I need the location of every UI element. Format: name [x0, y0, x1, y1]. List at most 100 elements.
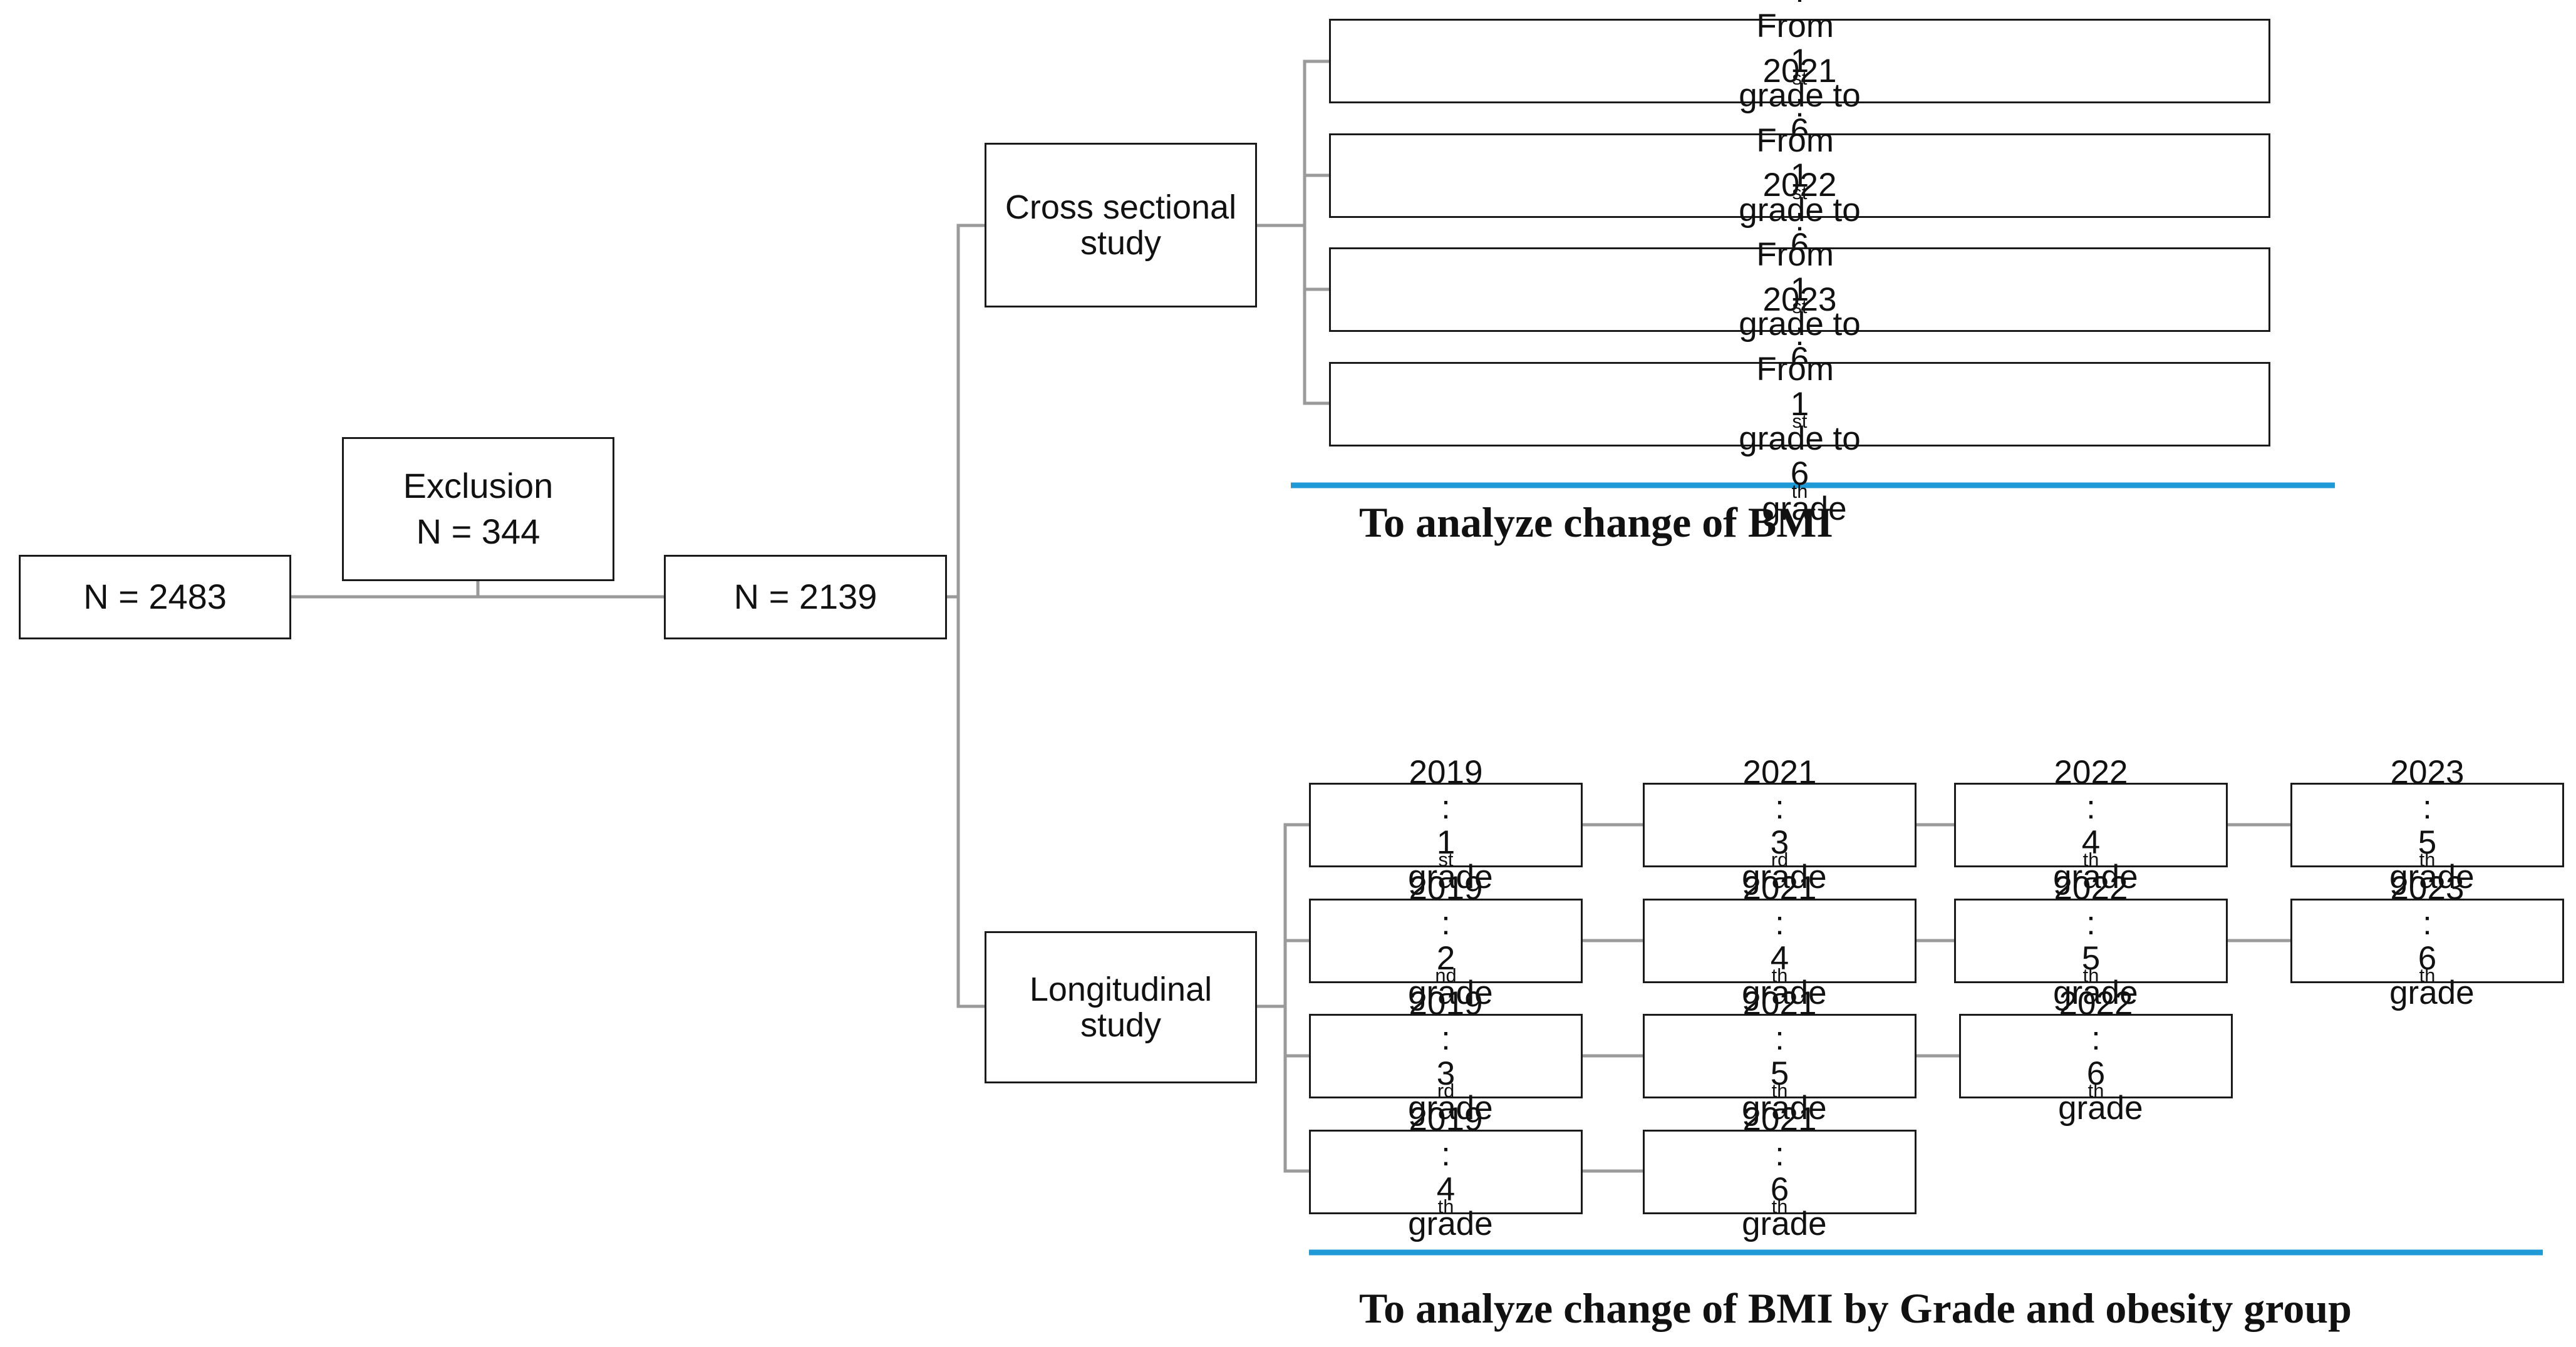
- grade-word: grade: [1399, 859, 1493, 896]
- grade-year: 2019: [1409, 985, 1483, 1023]
- row-from-grade-number: 1: [1790, 271, 1809, 308]
- grade-word: grade: [1399, 1205, 1493, 1243]
- grade-number: 5: [2418, 823, 2437, 861]
- longitudinal-box: Longitudinal study: [985, 931, 1257, 1083]
- grade-year: 2019: [1409, 870, 1483, 907]
- grade-separator: :: [2077, 904, 2105, 942]
- grade-number: 6: [2418, 939, 2437, 977]
- grade-separator: :: [1432, 1019, 1460, 1057]
- grade-year: 2022: [2059, 985, 2133, 1023]
- cross-sectional-row: 2019 : From 1st grade to 6th grade: [1329, 0, 2270, 183]
- grade-year: 2022: [2054, 754, 2128, 792]
- row-from-word: From: [1756, 351, 1843, 388]
- grade-year: 2022: [2054, 870, 2128, 907]
- grade-word: grade: [2380, 974, 2475, 1012]
- cross-sectional-line2: study: [1080, 224, 1162, 262]
- grade-number: 3: [1436, 1055, 1456, 1092]
- row-separator: :: [1786, 87, 1814, 125]
- grade-separator: :: [1432, 1135, 1460, 1173]
- cross-sectional-line1: Cross sectional: [1005, 188, 1237, 226]
- longitudinal-line1: Longitudinal: [1029, 970, 1213, 1008]
- grade-word: grade: [1732, 1205, 1827, 1243]
- grade-word: grade: [1732, 859, 1827, 896]
- cross-sectional-box: Cross sectional study: [985, 143, 1257, 307]
- longitudinal-caption: To analyze change of BMI by Grade and ob…: [1359, 1284, 2352, 1332]
- row-separator: :: [1786, 316, 1814, 353]
- row-year: 2021: [1762, 52, 1837, 90]
- row-year: 2023: [1762, 281, 1837, 318]
- row-separator: :: [1786, 201, 1814, 239]
- grade-number: 4: [1770, 939, 1789, 977]
- grade-word: grade: [1732, 1090, 1827, 1127]
- row-from-word: From: [1756, 8, 1843, 45]
- row-to-word: grade to: [1729, 77, 1870, 115]
- exclusion-title: Exclusion: [403, 466, 554, 506]
- grade-word: grade: [1732, 974, 1827, 1012]
- cross-sectional-caption: To analyze change of BMI: [1359, 498, 1833, 546]
- grade-number: 6: [2086, 1055, 2106, 1092]
- row-to-word: grade to: [1729, 192, 1870, 229]
- grade-year: 2019: [1409, 754, 1483, 792]
- row-from-word: From: [1756, 236, 1843, 274]
- grade-number: 2: [1436, 939, 1456, 977]
- row-from-grade-number: 1: [1790, 385, 1809, 423]
- row-from-grade-number: 1: [1790, 42, 1809, 80]
- grade-number: 4: [1436, 1170, 1456, 1208]
- grade-separator: :: [1766, 788, 1794, 826]
- grade-separator: :: [2082, 1019, 2110, 1057]
- exclusion-count: N = 344: [416, 512, 541, 551]
- grade-separator: :: [2077, 788, 2105, 826]
- row-year: 2022: [1762, 166, 1837, 204]
- grade-word: grade: [2380, 859, 2475, 896]
- row-from-grade-number: 1: [1790, 157, 1809, 194]
- exclusion-box: Exclusion N = 344: [342, 437, 614, 581]
- grade-separator: :: [1766, 904, 1794, 942]
- start-label: N = 2483: [83, 577, 227, 617]
- grade-number: 5: [1770, 1055, 1789, 1092]
- grade-separator: :: [1766, 1135, 1794, 1173]
- row-to-grade-number: 6: [1790, 455, 1809, 492]
- grade-number: 3: [1770, 823, 1789, 861]
- included-label: N = 2139: [733, 577, 877, 617]
- grade-year: 2023: [2390, 870, 2465, 907]
- grade-year: 2021: [1742, 985, 1817, 1023]
- grade-word: grade: [2044, 974, 2138, 1012]
- row-from-word: From: [1756, 122, 1843, 160]
- row-separator: :: [1730, 0, 1870, 9]
- row-grade-word: grade: [1752, 490, 1847, 527]
- grade-number: 6: [1770, 1170, 1789, 1208]
- grade-year: 2021: [1742, 1101, 1817, 1138]
- grade-separator: :: [2413, 788, 2441, 826]
- grade-number: 5: [2081, 939, 2101, 977]
- grade-separator: :: [1432, 788, 1460, 826]
- cross-sectional-row: 2021 : From 1st grade to 6th grade: [1329, 54, 2270, 297]
- grade-year: 2021: [1742, 870, 1817, 907]
- longitudinal-line2: study: [1080, 1006, 1162, 1044]
